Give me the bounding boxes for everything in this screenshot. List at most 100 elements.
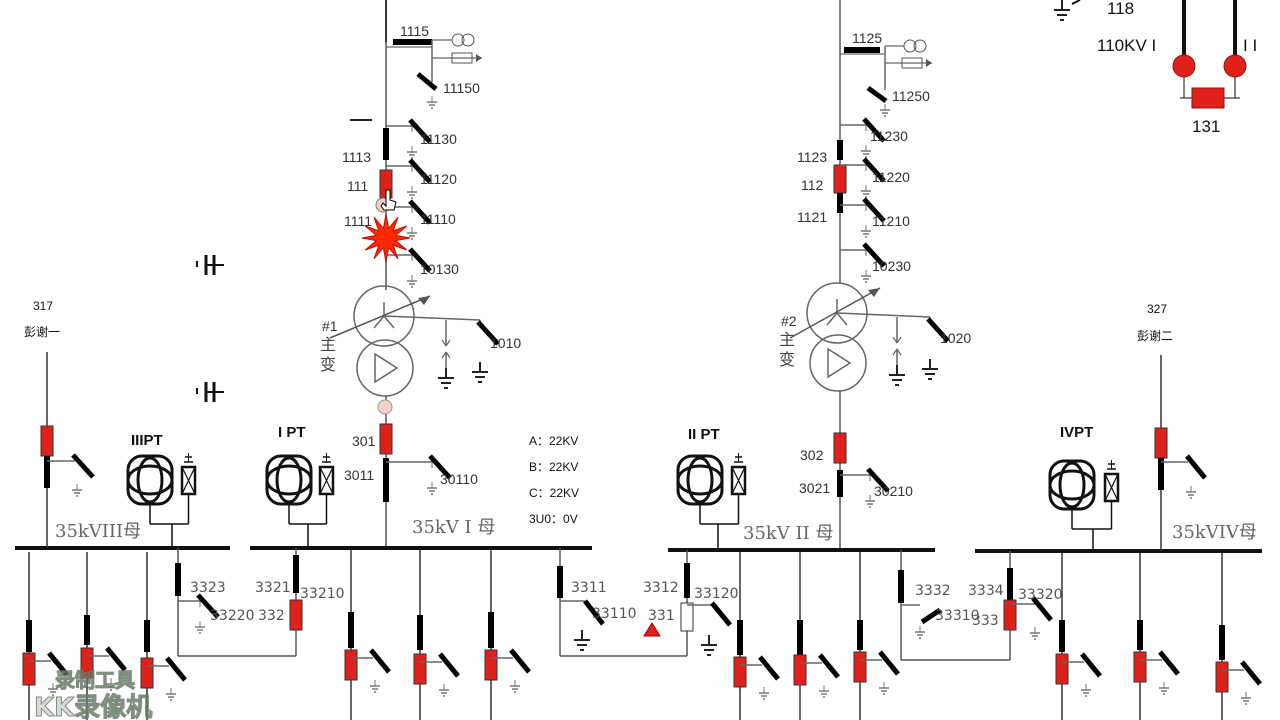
label-main: 主 — [320, 335, 336, 354]
earthing-switch[interactable] — [105, 646, 127, 672]
label-iv-pt: IVPT — [1060, 424, 1093, 441]
label-1010: 1010 — [490, 335, 521, 351]
earthing-switch[interactable] — [408, 199, 432, 225]
earthing-switch[interactable] — [1158, 650, 1180, 676]
earthing-switch[interactable] — [408, 247, 432, 273]
arrester-icon — [892, 348, 898, 356]
label-33110: 33110 — [592, 606, 637, 622]
circuit-breaker[interactable] — [833, 164, 847, 194]
label-317: 317 — [33, 299, 53, 313]
hand-cursor-icon — [380, 189, 397, 211]
circuit-breaker[interactable] — [413, 653, 427, 685]
earthing-switch[interactable] — [408, 118, 432, 144]
circuit-breaker[interactable] — [40, 425, 54, 457]
watermark: KK录像机 — [34, 693, 152, 720]
label-3312: 3312 — [643, 580, 679, 596]
earthing-switch[interactable] — [926, 317, 950, 343]
earthing-switch[interactable] — [866, 85, 888, 104]
disconnector-110kv-ii[interactable] — [1223, 54, 1247, 78]
circuit-breaker[interactable] — [1133, 651, 1147, 683]
line-arrester-icon — [451, 52, 473, 64]
circuit-breaker[interactable] — [1003, 599, 1017, 631]
wire — [1071, 0, 1081, 5]
label-33210: 33210 — [300, 586, 345, 602]
circuit-breaker[interactable] — [680, 602, 694, 632]
earthing-switch[interactable] — [165, 656, 187, 682]
earthing-switch[interactable] — [1185, 454, 1207, 480]
transformer-winding-icon[interactable] — [809, 334, 867, 392]
circuit-breaker[interactable] — [853, 651, 867, 683]
earthing-switch[interactable] — [1031, 596, 1053, 622]
label-bus-iii: 35kVIII母 — [55, 521, 141, 542]
earthing-switch[interactable] — [408, 158, 432, 184]
circuit-breaker[interactable] — [1215, 661, 1229, 693]
earthing-switch[interactable] — [862, 157, 886, 183]
earthing-switch[interactable] — [878, 650, 900, 676]
circuit-breaker[interactable] — [793, 654, 807, 686]
transformer-winding-icon[interactable] — [806, 282, 868, 344]
earthing-switch[interactable] — [862, 242, 886, 268]
label-118: 118 — [1107, 0, 1134, 18]
readout-phase-b: B：22KV — [529, 460, 578, 474]
label-3011: 3011 — [344, 467, 374, 483]
circuit-breaker[interactable] — [1055, 653, 1069, 685]
label-transformer: 变 — [320, 355, 336, 374]
label-131: 131 — [1192, 117, 1220, 136]
earthing-switch[interactable] — [369, 648, 391, 674]
earthing-switch[interactable] — [866, 467, 890, 493]
label-i-pt: I PT — [278, 424, 306, 441]
iii-pt-icon — [136, 456, 164, 504]
earthing-switch[interactable] — [1080, 652, 1102, 678]
circuit-breaker[interactable] — [379, 423, 393, 455]
circuit-breaker[interactable] — [833, 432, 847, 464]
earthing-switch[interactable] — [47, 651, 69, 677]
label-1115: 1115 — [400, 23, 429, 39]
earthing-switch[interactable] — [438, 652, 460, 678]
earthing-switch[interactable] — [818, 653, 840, 679]
circuit-breaker[interactable] — [289, 599, 303, 631]
circuit-breaker[interactable] — [344, 649, 358, 681]
iv-pt-icon — [1048, 469, 1096, 501]
i-pt-icon — [265, 454, 313, 506]
label-1020: 1020 — [940, 330, 971, 346]
wye-icon — [383, 315, 395, 329]
earthing-switch[interactable] — [920, 607, 942, 625]
warning-triangle-icon — [643, 622, 661, 637]
earthing-switch[interactable] — [196, 593, 220, 619]
iv-pt-icon — [1058, 461, 1086, 509]
earthing-switch[interactable] — [509, 648, 531, 674]
earthing-switch[interactable] — [862, 197, 886, 223]
label-main: 主 — [779, 330, 795, 349]
label-110kv-ii: I I — [1243, 36, 1257, 55]
label-1123: 1123 — [797, 149, 827, 165]
arrowhead-icon — [418, 296, 430, 305]
i-pt-icon — [275, 456, 303, 504]
circuit-breaker[interactable] — [140, 657, 154, 689]
circuit-breaker[interactable] — [22, 652, 36, 686]
earthing-switch[interactable] — [758, 655, 780, 681]
circuit-breaker[interactable] — [1154, 427, 1168, 459]
label-11230: 11230 — [870, 128, 908, 144]
earthing-switch[interactable] — [428, 454, 452, 480]
disconnector-110kv-i[interactable] — [1172, 54, 1196, 78]
wye-icon — [836, 312, 848, 326]
earthing-switch[interactable] — [862, 117, 886, 143]
circuit-breaker[interactable] — [733, 656, 747, 688]
line-pt-icon — [913, 39, 927, 53]
earthing-switch[interactable] — [1240, 660, 1262, 686]
label-30110: 30110 — [440, 471, 478, 487]
circuit-breaker[interactable] — [484, 649, 498, 681]
label-11220: 11220 — [872, 169, 910, 185]
earthing-switch[interactable] — [416, 72, 438, 91]
bus-tie-breaker-131[interactable] — [1191, 87, 1225, 109]
label-110kv-i: 110KV I — [1097, 36, 1156, 55]
earthing-switch[interactable] — [583, 599, 605, 626]
transformer-winding-icon[interactable] — [353, 285, 415, 347]
transformer-winding-icon[interactable] — [356, 339, 414, 397]
earthing-switch[interactable] — [71, 453, 95, 479]
wye-icon — [373, 315, 385, 329]
earthing-switch[interactable] — [710, 601, 732, 627]
label-1121: 1121 — [797, 209, 827, 225]
earthing-switch[interactable] — [476, 320, 500, 346]
